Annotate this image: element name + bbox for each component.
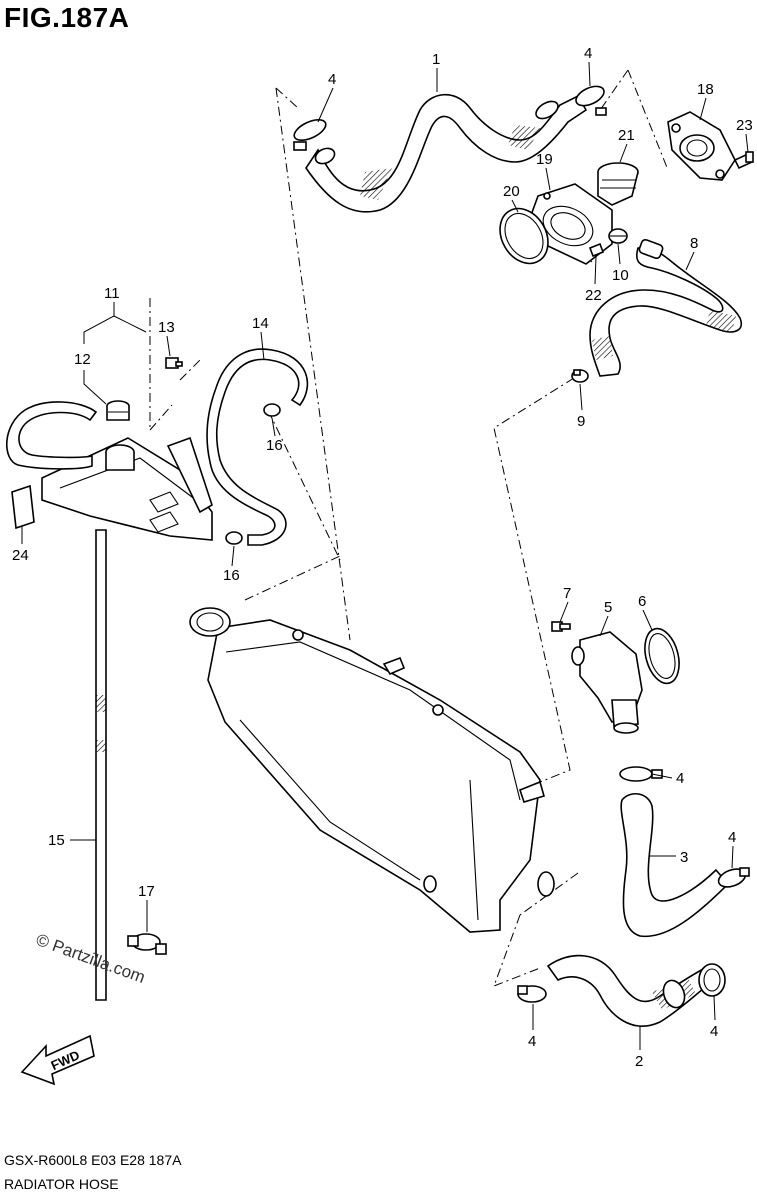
callout-17: 17	[138, 883, 155, 900]
clamp-17	[127, 933, 167, 955]
callout-13: 13	[158, 319, 175, 336]
leader-lines	[21, 61, 749, 1050]
callout-3: 3	[680, 849, 688, 866]
clamp-16-lower	[225, 531, 243, 545]
callout-19: 19	[536, 151, 553, 168]
callout-20: 20	[503, 183, 520, 200]
callout-4-upper-right: 4	[584, 45, 592, 62]
callout-5: 5	[604, 599, 612, 616]
reservoir-tank	[41, 436, 213, 541]
callout-9: 9	[577, 413, 585, 430]
callout-4-lower-left: 4	[528, 1033, 536, 1050]
callout-12: 12	[74, 351, 91, 368]
callout-8: 8	[690, 235, 698, 252]
bolt-7	[551, 621, 571, 632]
overflow-hose-left	[5, 401, 98, 470]
label-24	[11, 484, 35, 530]
thermostat-cover-18	[667, 111, 736, 181]
callout-7: 7	[563, 585, 571, 602]
callout-labels: 1 2 3 4 4 4 4 4 4 5 6 7 8 9 10 11 12 13 …	[12, 45, 753, 1070]
clamp-4-lower-left	[517, 985, 547, 1003]
callout-11: 11	[104, 285, 120, 302]
hose-3	[620, 793, 730, 938]
o-ring-6	[644, 627, 680, 685]
section-name: RADIATOR HOSE	[4, 1176, 119, 1192]
radiator	[189, 607, 555, 933]
callout-21: 21	[618, 127, 635, 144]
clamp-4-upper-left	[293, 118, 336, 165]
callout-1: 1	[432, 51, 440, 68]
clamp-16-upper	[263, 403, 281, 417]
fwd-arrow-icon: FWD	[20, 1034, 95, 1086]
hose-14	[206, 348, 309, 546]
callout-4-upper-left: 4	[328, 71, 336, 88]
callout-16-upper: 16	[266, 437, 283, 454]
hose-2	[546, 954, 714, 1027]
callout-22: 22	[585, 287, 602, 304]
callout-16-lower: 16	[223, 567, 240, 584]
hose-1	[305, 93, 588, 213]
bolt-22	[588, 242, 605, 258]
figure-title: FIG.187A	[4, 2, 130, 33]
clamp-4-lower-right	[698, 963, 726, 997]
callout-4-mid: 4	[676, 770, 684, 787]
callout-15: 15	[48, 832, 65, 849]
bolt-23	[733, 151, 754, 170]
bolt-13	[165, 357, 183, 369]
overflow-tube-15	[95, 529, 107, 1001]
callout-4-lower-right: 4	[710, 1023, 718, 1040]
callout-18: 18	[697, 81, 714, 98]
clamp-4-mid	[619, 766, 663, 782]
model-code: GSX-R600L8 E03 E28 187A	[4, 1152, 182, 1168]
callout-6: 6	[638, 593, 646, 610]
reservoir-cap-12	[106, 400, 130, 421]
callout-4-right: 4	[728, 829, 736, 846]
callout-10: 10	[612, 267, 629, 284]
hose-8	[589, 238, 742, 377]
callout-24: 24	[12, 547, 29, 564]
gasket-20	[499, 207, 549, 265]
fwd-label: FWD	[49, 1047, 82, 1073]
callout-23: 23	[736, 117, 753, 134]
clamp-9	[571, 369, 589, 383]
water-pump-cover-5	[571, 631, 643, 734]
thermostat-21	[597, 162, 639, 206]
callout-2: 2	[635, 1053, 643, 1070]
clamp-4-right	[717, 867, 750, 888]
clamp-10	[608, 228, 628, 244]
clamp-4-upper-right	[575, 85, 607, 116]
callout-14: 14	[252, 315, 269, 332]
